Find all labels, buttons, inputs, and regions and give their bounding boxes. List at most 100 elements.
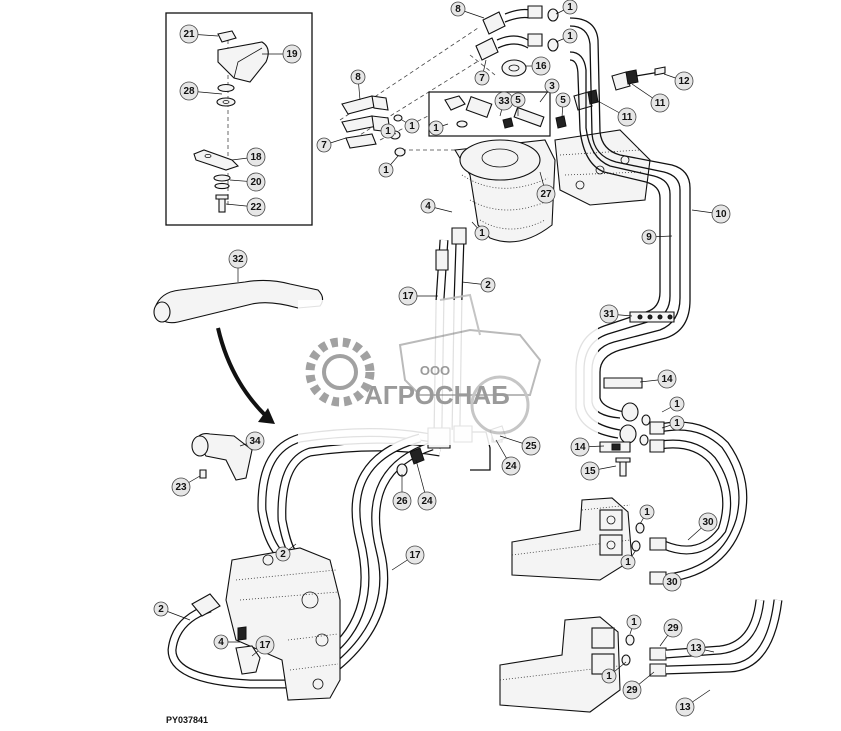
callout-number: 22 [250,202,262,213]
callout-2: 2 [275,543,297,562]
steel-tube-lines [569,17,691,446]
callout-1: 1 [626,614,642,635]
callout-12: 12 [663,71,694,91]
callout-30: 30 [662,572,682,592]
callout-bubble [282,44,302,64]
callout-bubble [398,286,418,306]
callout-3: 3 [539,78,560,103]
callout-number: 10 [715,209,727,220]
callout-30: 30 [687,512,718,541]
callout-number: 4 [425,201,431,212]
callout-11: 11 [631,83,670,113]
callout-bubble [599,304,619,324]
callout-number: 5 [515,95,521,106]
callout-number: 17 [259,640,271,651]
callout-13: 13 [686,638,715,658]
callout-bubble [380,123,396,139]
callout-bubble [510,92,526,108]
callout-bubble [641,229,657,245]
callout-number: 8 [355,72,361,83]
callout-bubble [662,572,682,592]
callout-11: 11 [595,99,637,127]
callout-bubble [228,249,248,269]
callout-bubble [570,437,590,457]
callout-number: 20 [250,177,262,188]
callout-bubble [531,56,551,76]
callout-number: 30 [702,517,714,528]
return-hoses-top [475,5,559,77]
callout-bubble [474,70,490,86]
callout-number: 25 [525,441,537,452]
callout-number: 27 [540,189,552,200]
callout-bubble [639,504,655,520]
callout-27: 27 [536,171,556,204]
callout-bubble [663,618,683,638]
callout-5: 5 [510,92,526,116]
callout-34: 34 [239,431,265,451]
callout-bubble [601,668,617,684]
callout-bubble [669,415,685,431]
callout-number: 2 [485,280,491,291]
callout-bubble [392,491,412,511]
callout-7: 7 [316,137,347,153]
callout-22: 22 [225,197,266,217]
hose-32-and-arrow [153,279,324,424]
watermark-logo [298,293,598,445]
callout-bubble [674,71,694,91]
figure-id: PY037841 [166,715,208,725]
callout-bubble [562,0,578,15]
callout-number: 18 [250,152,262,163]
callout-bubble [179,81,199,101]
callout-number: 1 [644,507,650,518]
callout-number: 7 [321,140,327,151]
callout-16: 16 [526,56,551,76]
callout-bubble [255,635,275,655]
callout-17: 17 [391,545,425,571]
callout-bubble [669,396,685,412]
callout-bubble [179,24,199,44]
callout-bubble [404,118,420,134]
watermark-company-form: ООО [420,363,450,378]
callout-bubble [316,137,332,153]
callout-bubble [474,225,490,241]
callout-number: 1 [606,671,612,682]
callout-bubble [620,554,636,570]
callout-bubble [153,601,169,617]
callout-bubble [417,491,437,511]
callout-number: 1 [625,557,631,568]
return-hoses-left [341,95,406,157]
callout-number: 1 [385,126,391,137]
callout-32: 32 [228,249,248,282]
callout-5: 5 [555,92,571,119]
callout-bubble [350,69,366,85]
callout-number: 1 [479,228,485,239]
callout-number: 1 [674,418,680,429]
callout-number: 17 [409,550,421,561]
callout-1: 1 [555,28,578,44]
callout-number: 28 [183,86,195,97]
callout-number: 2 [280,549,286,560]
callout-bubble [711,204,731,224]
callout-8: 8 [350,69,366,101]
callout-2: 2 [153,601,191,621]
callout-1: 1 [639,504,655,525]
callout-19: 19 [262,44,302,64]
callout-bubble [246,147,266,167]
callout-bubble [405,545,425,565]
callout-number: 4 [218,637,224,648]
callout-bubble [675,697,695,717]
callout-number: 31 [603,309,615,320]
callout-number: 29 [667,623,679,634]
callout-number: 5 [560,95,566,106]
callout-bubble [521,436,541,456]
callout-14: 14 [639,369,677,389]
callout-17: 17 [251,635,275,657]
callout-bubble [650,93,670,113]
callout-number: 16 [535,61,547,72]
callout-number: 21 [183,29,195,40]
callout-bubble [622,680,642,700]
callout-number: 1 [433,123,439,134]
callout-1: 1 [471,221,490,241]
callout-bubble [536,184,556,204]
